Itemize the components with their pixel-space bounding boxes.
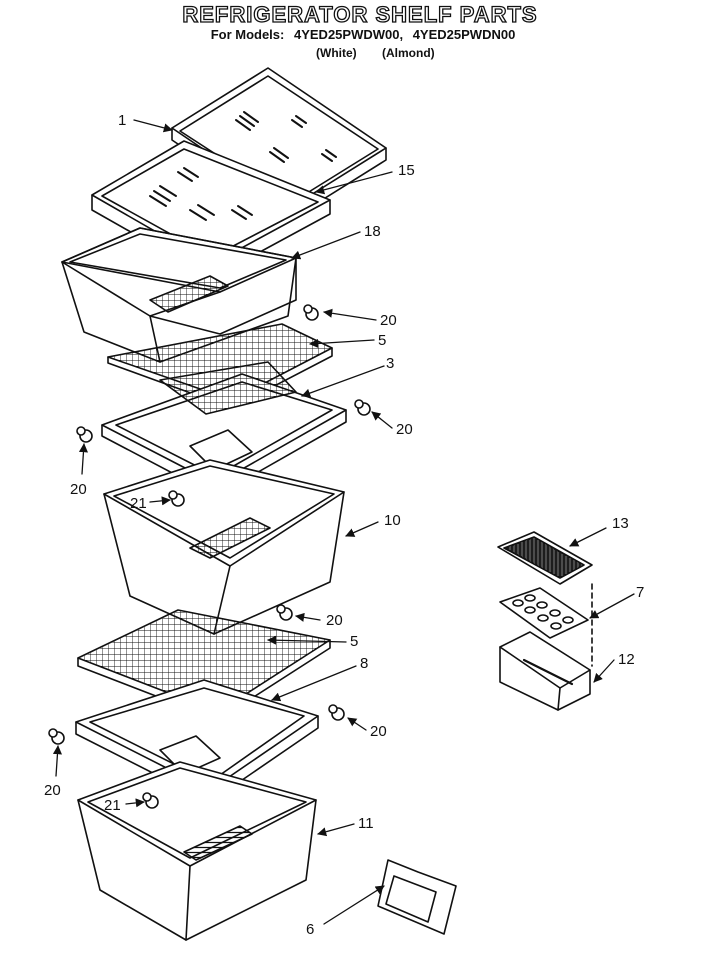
callout-5-a: 5 bbox=[378, 332, 386, 349]
color-almond-label: (Almond) bbox=[382, 46, 435, 60]
part-13-egg-lid bbox=[497, 531, 593, 585]
callout-20-c: 20 bbox=[70, 481, 87, 498]
callout-15: 15 bbox=[398, 162, 415, 179]
callout-21-b: 21 bbox=[104, 797, 121, 814]
callout-20-e: 20 bbox=[370, 723, 387, 740]
callout-6: 6 bbox=[306, 921, 314, 938]
callout-1: 1 bbox=[118, 112, 126, 129]
model-almond: 4YED25PWDN00 bbox=[412, 27, 516, 42]
callout-20-b: 20 bbox=[396, 421, 413, 438]
part-12-utility-bin bbox=[499, 631, 591, 711]
callout-3: 3 bbox=[386, 355, 394, 372]
callout-20-d: 20 bbox=[326, 612, 343, 629]
part-7-egg-tray bbox=[499, 587, 589, 639]
callout-21-a: 21 bbox=[130, 495, 147, 512]
model-white: 4YED25PWDW00, bbox=[293, 27, 404, 42]
leader-arrows bbox=[52, 119, 635, 925]
callout-20-f: 20 bbox=[44, 782, 61, 799]
model-numbers: For Models: 4YED25PWDW00, 4YED25PWDN00 bbox=[0, 27, 720, 42]
callout-10: 10 bbox=[384, 512, 401, 529]
callout-12: 12 bbox=[618, 651, 635, 668]
fasteners bbox=[48, 304, 371, 809]
page-title: REFRIGERATOR SHELF PARTS bbox=[182, 1, 538, 27]
part-10-crisper-drawer bbox=[103, 459, 345, 635]
callout-8: 8 bbox=[360, 655, 368, 672]
part-6-panel bbox=[377, 859, 457, 935]
callout-18: 18 bbox=[364, 223, 381, 240]
part-11-crisper-drawer bbox=[77, 761, 317, 941]
callout-5-b: 5 bbox=[350, 633, 358, 650]
callout-20-a: 20 bbox=[380, 312, 397, 329]
callout-11: 11 bbox=[358, 815, 374, 832]
callout-labels: 1 15 18 20 5 3 20 20 21 10 20 5 8 20 20 … bbox=[44, 112, 644, 938]
models-prefix: For Models: bbox=[210, 27, 285, 42]
part-18-crisper-drawer bbox=[61, 227, 297, 363]
part-3-drawer-frame bbox=[101, 361, 347, 497]
callout-7: 7 bbox=[636, 584, 644, 601]
callout-13: 13 bbox=[612, 515, 629, 532]
color-white-label: (White) bbox=[316, 46, 357, 60]
part-8-drawer-frame bbox=[75, 679, 319, 803]
